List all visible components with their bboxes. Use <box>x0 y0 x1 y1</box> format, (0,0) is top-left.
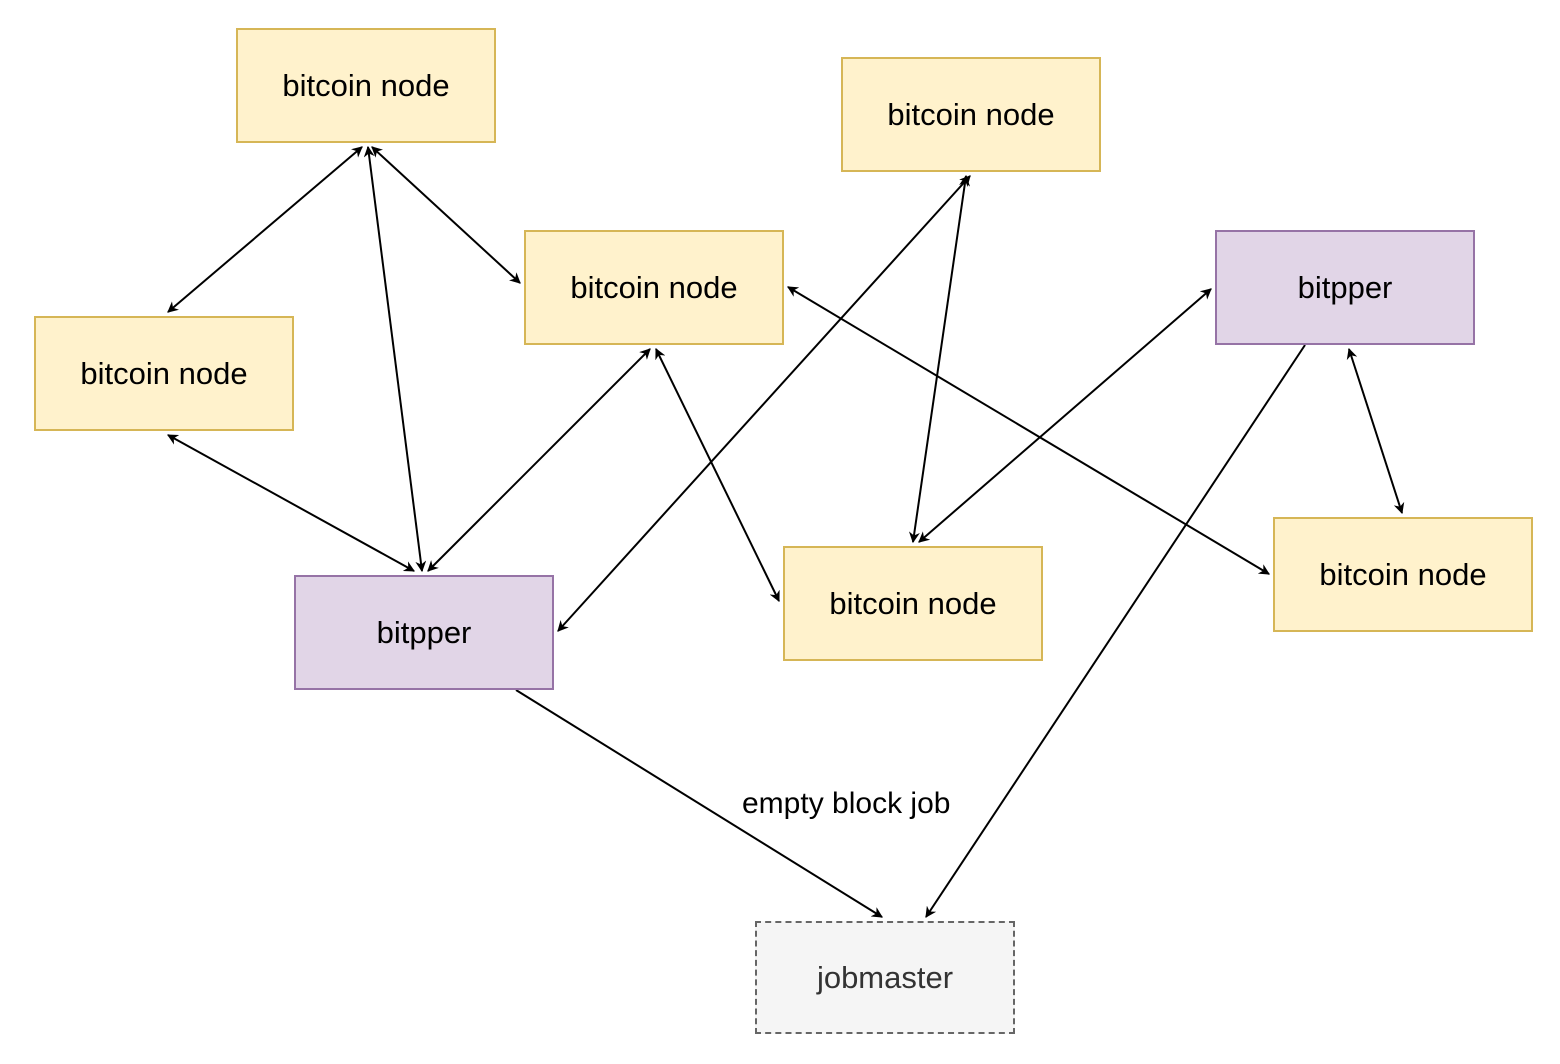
edge-topleft-center <box>371 146 521 284</box>
edge-center-right <box>787 286 1270 575</box>
node-label: bitcoin node <box>80 355 248 391</box>
node-label: bitcoin node <box>282 67 450 103</box>
edge-bitpperright-right <box>1346 347 1405 515</box>
bitpper-node-right[interactable]: bitpper <box>1215 230 1475 345</box>
node-label: bitcoin node <box>1319 556 1487 592</box>
node-label: bitcoin node <box>829 585 997 621</box>
edge-topright-bitpperleft <box>557 175 971 632</box>
bitpper-node-left[interactable]: bitpper <box>294 575 554 690</box>
bitcoin-node-right[interactable]: bitcoin node <box>1273 517 1533 632</box>
node-label: bitcoin node <box>570 269 738 305</box>
edge-bitpperright-jobmaster <box>925 344 1306 918</box>
edge-label-empty-block-job: empty block job <box>740 787 953 821</box>
node-label: bitpper <box>1297 269 1393 305</box>
jobmaster-node[interactable]: jobmaster <box>755 921 1015 1034</box>
edge-topleft-left <box>167 146 363 313</box>
edge-topleft-bitpperleft <box>363 145 427 573</box>
edge-left-bitpperleft <box>167 434 415 572</box>
edge-center-bottomcenter <box>655 348 780 602</box>
bitcoin-node-center[interactable]: bitcoin node <box>524 230 784 345</box>
bitcoin-node-bottom-center[interactable]: bitcoin node <box>783 546 1043 661</box>
edge-bitpperleft-jobmaster <box>515 689 883 918</box>
bitcoin-node-top-right[interactable]: bitcoin node <box>841 57 1101 172</box>
node-label: bitcoin node <box>887 96 1055 132</box>
edge-bitpperright-bottomcenter <box>918 288 1212 543</box>
edge-center-bitpperleft <box>427 348 651 572</box>
bitcoin-node-left[interactable]: bitcoin node <box>34 316 294 431</box>
bitcoin-node-top-left[interactable]: bitcoin node <box>236 28 496 143</box>
node-label: bitpper <box>376 614 472 650</box>
node-label: jobmaster <box>816 959 954 995</box>
